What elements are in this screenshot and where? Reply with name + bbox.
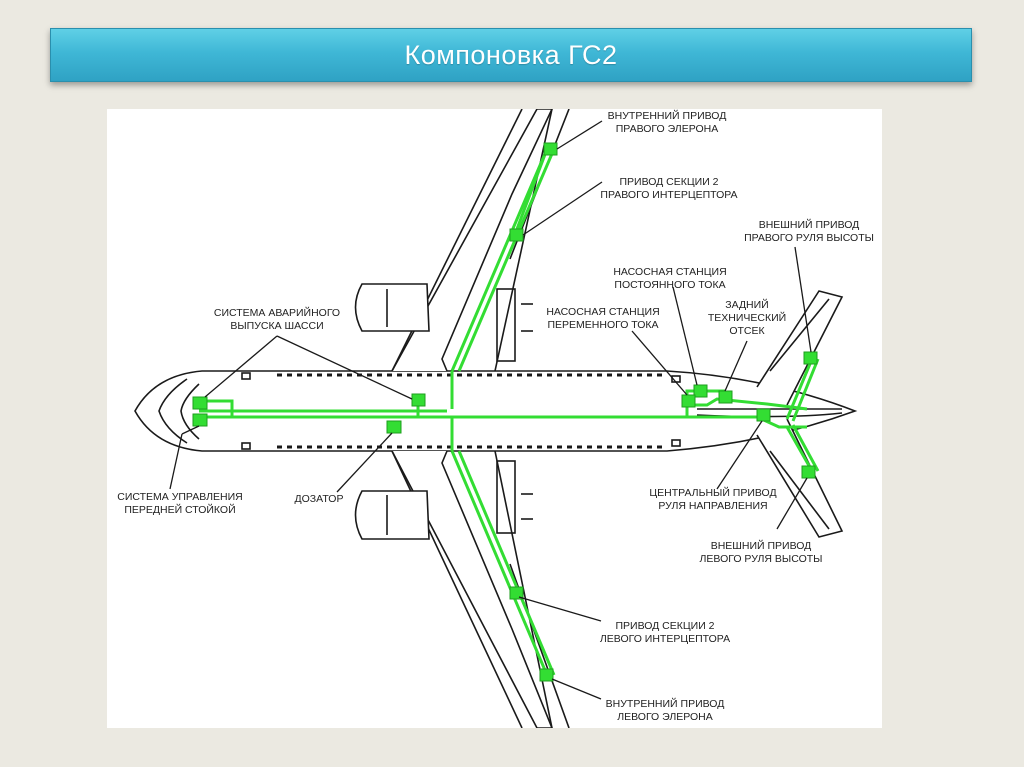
label-left-spoiler-1: ПРИВОД СЕКЦИИ 2	[615, 620, 714, 632]
unit-emergency-gear	[411, 393, 426, 407]
slide-title-bar: Компоновка ГС2	[50, 28, 972, 82]
label-outer-left-elevator-1: ВНЕШНИЙ ПРИВОД	[711, 539, 812, 552]
unit-central-rudder	[756, 408, 771, 422]
unit-inner-left-aileron	[539, 668, 554, 682]
label-central-rudder-2: РУЛЯ НАПРАВЛЕНИЯ	[658, 500, 767, 512]
label-inner-left-aileron-1: ВНУТРЕННИЙ ПРИВОД	[606, 697, 725, 710]
label-inner-right-aileron-1: ВНУТРЕННИЙ ПРИВОД	[608, 109, 727, 122]
hydraulic-units	[192, 142, 818, 682]
unit-right-spoiler-2	[509, 228, 524, 242]
unit-ac-pump	[681, 394, 696, 408]
unit-inner-right-aileron	[543, 142, 558, 156]
unit-nose-gear-upper	[192, 396, 208, 410]
label-right-spoiler-1: ПРИВОД СЕКЦИИ 2	[619, 176, 718, 188]
leader-lines	[169, 120, 812, 700]
unit-rear-bay	[718, 390, 733, 404]
unit-outer-right-elevator	[803, 351, 818, 365]
label-dc-pump-2: ПОСТОЯННОГО ТОКА	[614, 279, 725, 291]
label-dc-pump-1: НАСОСНАЯ СТАНЦИЯ	[613, 266, 726, 278]
label-inner-right-aileron-2: ПРАВОГО ЭЛЕРОНА	[616, 123, 718, 135]
label-outer-left-elevator-2: ЛЕВОГО РУЛЯ ВЫСОТЫ	[700, 553, 823, 565]
aircraft-outline	[134, 109, 858, 728]
unit-doser	[386, 420, 402, 434]
label-central-rudder-1: ЦЕНТРАЛЬНЫЙ ПРИВОД	[649, 486, 776, 499]
aircraft-hydraulic-diagram: ВНУТРЕННИЙ ПРИВОД ПРАВОГО ЭЛЕРОНА ПРИВОД…	[117, 109, 874, 728]
label-ac-pump-2: ПЕРЕМЕННОГО ТОКА	[547, 319, 658, 331]
label-ac-pump-1: НАСОСНАЯ СТАНЦИЯ	[546, 306, 659, 318]
label-right-spoiler-2: ПРАВОГО ИНТЕРЦЕПТОРА	[600, 189, 737, 201]
label-emergency-gear-2: ВЫПУСКА ШАССИ	[230, 320, 323, 332]
hydraulic-system-gs2	[199, 148, 820, 676]
label-nose-gear-control-2: ПЕРЕДНЕЙ СТОЙКОЙ	[124, 503, 235, 516]
label-outer-right-elevator-2: ПРАВОГО РУЛЯ ВЫСОТЫ	[744, 232, 874, 244]
unit-dc-pump	[693, 384, 708, 398]
unit-outer-left-elevator	[801, 465, 816, 479]
label-outer-right-elevator-1: ВНЕШНИЙ ПРИВОД	[759, 218, 860, 231]
diagram-panel: ВНУТРЕННИЙ ПРИВОД ПРАВОГО ЭЛЕРОНА ПРИВОД…	[107, 109, 882, 728]
callout-labels: ВНУТРЕННИЙ ПРИВОД ПРАВОГО ЭЛЕРОНА ПРИВОД…	[117, 109, 874, 723]
label-emergency-gear-1: СИСТЕМА АВАРИЙНОГО	[214, 306, 340, 319]
label-left-spoiler-2: ЛЕВОГО ИНТЕРЦЕПТОРА	[600, 633, 730, 645]
label-nose-gear-control-1: СИСТЕМА УПРАВЛЕНИЯ	[117, 491, 242, 503]
unit-nose-gear-control	[192, 413, 208, 427]
label-doser: ДОЗАТОР	[295, 493, 344, 505]
label-rear-bay-2: ТЕХНИЧЕСКИЙ	[708, 311, 786, 324]
label-rear-bay-3: ОТСЕК	[729, 325, 765, 337]
label-rear-bay-1: ЗАДНИЙ	[725, 298, 768, 311]
unit-left-spoiler-2	[509, 586, 524, 600]
slide-title: Компоновка ГС2	[404, 39, 618, 70]
label-inner-left-aileron-2: ЛЕВОГО ЭЛЕРОНА	[617, 711, 713, 723]
